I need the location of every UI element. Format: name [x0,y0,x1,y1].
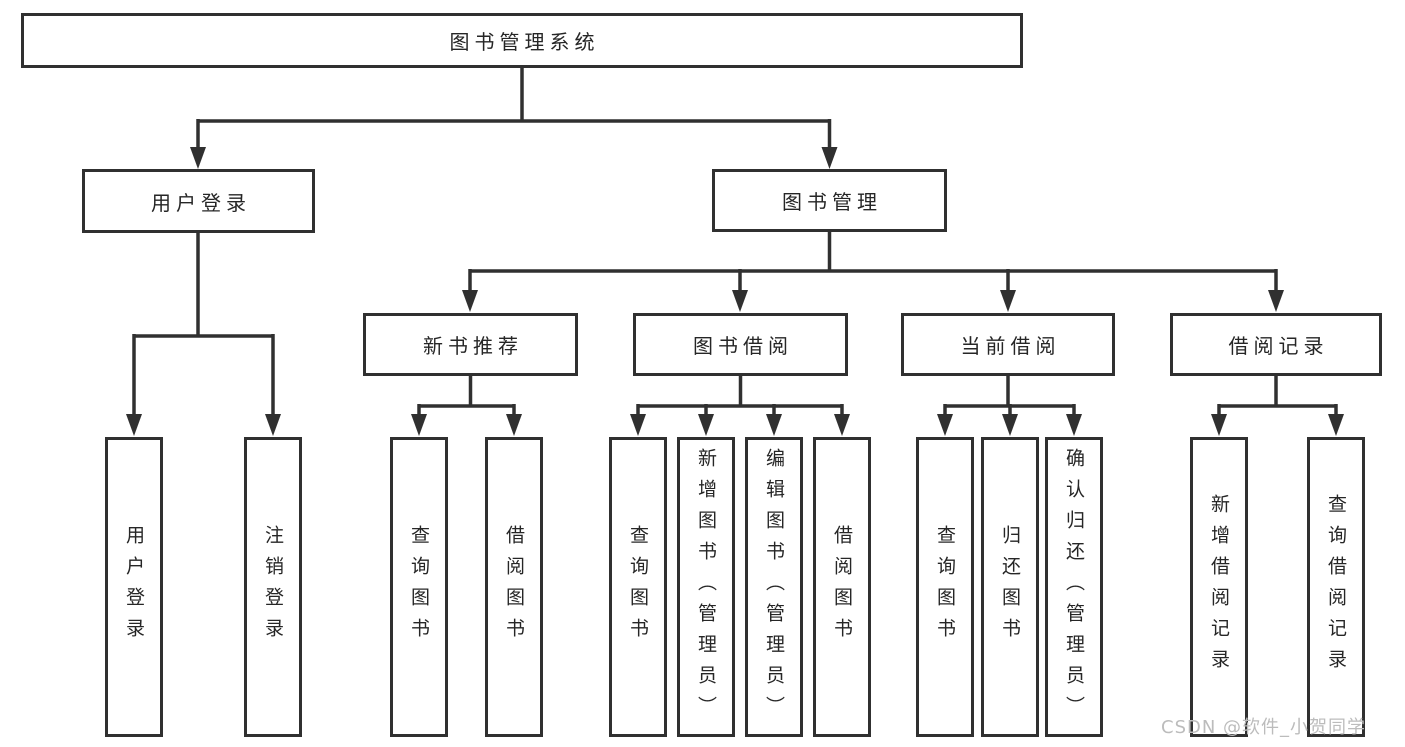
connector-book-management-children [462,232,1284,312]
node-label: 查询借阅记录 [1325,494,1347,680]
node-label: 归还图书 [999,525,1021,649]
arrow-down-icon [834,414,850,436]
node-label: 注销登录 [262,525,284,649]
arrow-down-icon [1002,414,1018,436]
node-add-borrow-record: 新增借阅记录 [1190,437,1248,737]
connector-book-borrow-children [630,376,850,436]
node-label: 借阅图书 [831,525,853,649]
node-query-borrow-record: 查询借阅记录 [1307,437,1365,737]
arrow-down-icon [698,414,714,436]
node-label: 查询图书 [934,525,956,649]
arrow-down-icon [766,414,782,436]
connector-borrow-records-children [1211,376,1344,436]
node-return-book: 归还图书 [981,437,1039,737]
node-book-management: 图书管理 [712,169,947,232]
arrow-down-icon [732,290,748,312]
node-label: 用户登录 [123,525,145,649]
arrow-down-icon [1328,414,1344,436]
node-label: 新增借阅记录 [1208,494,1230,680]
node-query-book-1: 查询图书 [390,437,448,737]
node-borrow-book-1: 借阅图书 [485,437,543,737]
node-edit-book-admin: 编辑图书（管理员） [745,437,803,737]
arrow-down-icon [1268,290,1284,312]
connector-user-login-children [126,233,281,436]
node-confirm-return-admin: 确认归还（管理员） [1045,437,1103,737]
node-label: 查询图书 [408,525,430,649]
node-label: 查询图书 [627,525,649,649]
node-query-book-2: 查询图书 [609,437,667,737]
arrow-down-icon [462,290,478,312]
connector-new-book-rec-children [411,376,522,436]
arrow-down-icon [1066,414,1082,436]
node-query-book-3: 查询图书 [916,437,974,737]
node-user-login: 用户登录 [82,169,315,233]
node-new-book-recommend: 新书推荐 [363,313,578,376]
arrow-down-icon [265,414,281,436]
node-user-login-leaf: 用户登录 [105,437,163,737]
arrow-down-icon [506,414,522,436]
connector-current-borrow-children [937,376,1082,436]
node-label: 借阅图书 [503,525,525,649]
arrow-down-icon [190,147,206,169]
arrow-down-icon [821,147,838,169]
csdn-watermark: CSDN @软件_小贺同学 [1161,717,1367,738]
arrow-down-icon [1000,290,1016,312]
arrow-down-icon [126,414,142,436]
node-logout: 注销登录 [244,437,302,737]
arrow-down-icon [630,414,646,436]
node-book-borrow: 图书借阅 [633,313,848,376]
arrow-down-icon [411,414,427,436]
node-label: 编辑图书（管理员） [763,447,785,727]
node-label: 新增图书（管理员） [695,447,717,727]
node-borrow-book-2: 借阅图书 [813,437,871,737]
arrow-down-icon [1211,414,1227,436]
node-add-book-admin: 新增图书（管理员） [677,437,735,737]
arrow-down-icon [937,414,953,436]
node-current-borrow: 当前借阅 [901,313,1115,376]
connector-root-to-level2 [190,66,838,169]
node-label: 确认归还（管理员） [1063,447,1085,727]
node-borrow-records: 借阅记录 [1170,313,1382,376]
node-library-management-system: 图书管理系统 [21,13,1023,68]
